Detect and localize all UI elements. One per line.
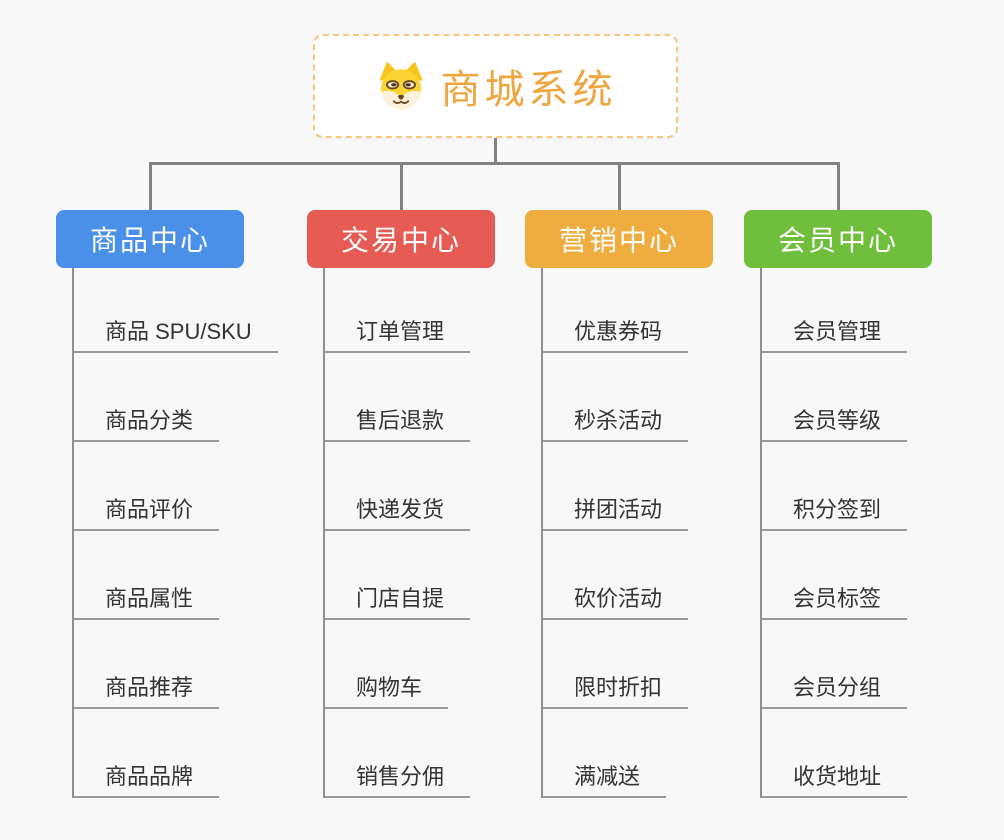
connector-drop-1 (149, 162, 152, 210)
branch-node[interactable]: 商品中心 (56, 210, 244, 268)
branch-items: 商品 SPU/SKU 商品分类 商品评价 商品属性 商品推荐 商品品牌 (56, 268, 278, 798)
branch-item[interactable]: 砍价活动 (541, 531, 689, 620)
branch-node[interactable]: 会员中心 (744, 210, 932, 268)
branch-item[interactable]: 拼团活动 (541, 442, 689, 531)
branch-member-center: 会员中心 会员管理 会员等级 积分签到 会员标签 会员分组 收货地址 (744, 210, 932, 798)
connector-stem (494, 138, 497, 165)
branch-item[interactable]: 积分签到 (760, 442, 908, 531)
branch-item[interactable]: 优惠券码 (541, 268, 689, 353)
branch-item[interactable]: 满减送 (541, 709, 667, 798)
branch-item[interactable]: 会员管理 (760, 268, 908, 353)
dog-icon (379, 62, 422, 110)
branch-items: 订单管理 售后退款 快递发货 门店自提 购物车 销售分佣 (307, 268, 495, 798)
branch-item[interactable]: 售后退款 (323, 353, 471, 442)
root-node[interactable]: 商城系统 (313, 34, 678, 138)
branch-items: 会员管理 会员等级 积分签到 会员标签 会员分组 收货地址 (744, 268, 932, 798)
branch-item[interactable]: 会员标签 (760, 531, 908, 620)
root-title: 商城系统 (440, 68, 617, 112)
connector-drop-2 (400, 162, 403, 210)
branch-item[interactable]: 销售分佣 (323, 709, 471, 798)
branch-items: 优惠券码 秒杀活动 拼团活动 砍价活动 限时折扣 满减送 (525, 268, 713, 798)
branch-item[interactable]: 商品属性 (72, 531, 220, 620)
branch-item[interactable]: 快递发货 (323, 442, 471, 531)
branch-node[interactable]: 营销中心 (525, 210, 713, 268)
branch-item[interactable]: 商品评价 (72, 442, 220, 531)
branch-item[interactable]: 商品品牌 (72, 709, 220, 798)
connector-hline (149, 162, 840, 165)
branch-item[interactable]: 商品分类 (72, 353, 220, 442)
branch-item[interactable]: 商品推荐 (72, 620, 220, 709)
branch-item[interactable]: 购物车 (323, 620, 449, 709)
branch-item[interactable]: 商品 SPU/SKU (72, 268, 278, 353)
connector-drop-3 (618, 162, 621, 210)
branch-item[interactable]: 会员等级 (760, 353, 908, 442)
branch-item[interactable]: 收货地址 (760, 709, 908, 798)
branch-item[interactable]: 限时折扣 (541, 620, 689, 709)
branch-item[interactable]: 秒杀活动 (541, 353, 689, 442)
branch-trade-center: 交易中心 订单管理 售后退款 快递发货 门店自提 购物车 销售分佣 (307, 210, 495, 798)
branch-product-center: 商品中心 商品 SPU/SKU 商品分类 商品评价 商品属性 商品推荐 商品品牌 (56, 210, 278, 798)
branch-node[interactable]: 交易中心 (307, 210, 495, 268)
branch-item[interactable]: 会员分组 (760, 620, 908, 709)
connector-drop-4 (837, 162, 840, 210)
branch-item[interactable]: 门店自提 (323, 531, 471, 620)
branch-marketing-center: 营销中心 优惠券码 秒杀活动 拼团活动 砍价活动 限时折扣 满减送 (525, 210, 713, 798)
branch-item[interactable]: 订单管理 (323, 268, 471, 353)
